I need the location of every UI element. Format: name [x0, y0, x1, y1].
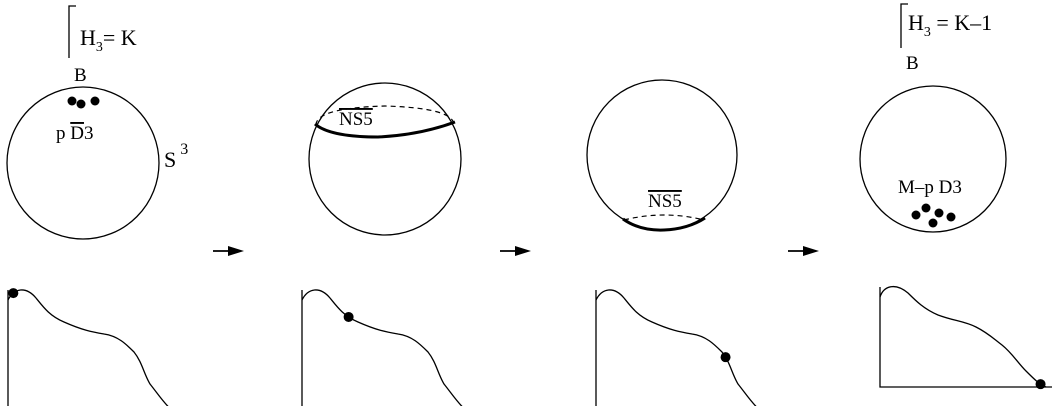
potential-plot	[595, 289, 757, 406]
ns5-ring-front	[314, 120, 456, 139]
plot-axes	[595, 290, 597, 406]
brane-label: M–p D3	[898, 177, 962, 198]
brane-dot	[76, 99, 86, 109]
flux-bracket	[900, 3, 908, 48]
potential-plot	[301, 289, 463, 406]
flux-label: H3 = K–1	[908, 10, 992, 40]
brane-cluster	[911, 203, 956, 228]
state-marker	[8, 288, 19, 299]
state-marker	[1035, 379, 1046, 390]
transition-arrow	[213, 246, 244, 256]
ns5-label: NS5	[339, 109, 373, 130]
brane-dot	[934, 208, 944, 218]
top-label: B	[74, 65, 87, 86]
sphere	[308, 82, 462, 236]
brane-dot	[911, 210, 921, 220]
top-label: B	[906, 53, 919, 74]
brane-dot	[928, 218, 938, 228]
ns5-ring-back	[315, 105, 455, 126]
potential-plot	[879, 286, 1052, 390]
plot-axes	[7, 290, 9, 406]
sphere	[6, 86, 160, 240]
flux-label: H3= K	[80, 25, 137, 55]
plot-axes	[301, 290, 303, 406]
panel-3: NS5	[586, 79, 757, 406]
potential-curve	[7, 289, 169, 406]
brane-dot	[67, 96, 77, 106]
state-marker	[720, 352, 731, 363]
ns5-label: NS5	[648, 191, 682, 212]
antibrane-cluster	[67, 96, 100, 109]
transition-arrow	[500, 246, 531, 256]
flux-bracket	[68, 5, 76, 58]
panel-4: H3 = K–1 B M–p D3	[859, 3, 1052, 390]
panel-2: NS5	[301, 82, 463, 406]
transition-arrow	[788, 246, 819, 256]
potential-curve	[301, 289, 463, 406]
ns5-ring-back	[623, 214, 705, 221]
antibrane-label: p D3	[56, 123, 93, 144]
state-marker	[343, 311, 354, 322]
plot-axes	[879, 287, 1052, 388]
brane-dot	[90, 96, 100, 106]
potential-curve	[879, 286, 1047, 388]
potential-plot	[7, 288, 169, 406]
sphere	[859, 85, 1007, 233]
brane-dot	[946, 212, 956, 222]
brane-dot	[921, 203, 931, 213]
potential-curve	[595, 289, 757, 406]
ns5-ring-front	[622, 216, 706, 232]
